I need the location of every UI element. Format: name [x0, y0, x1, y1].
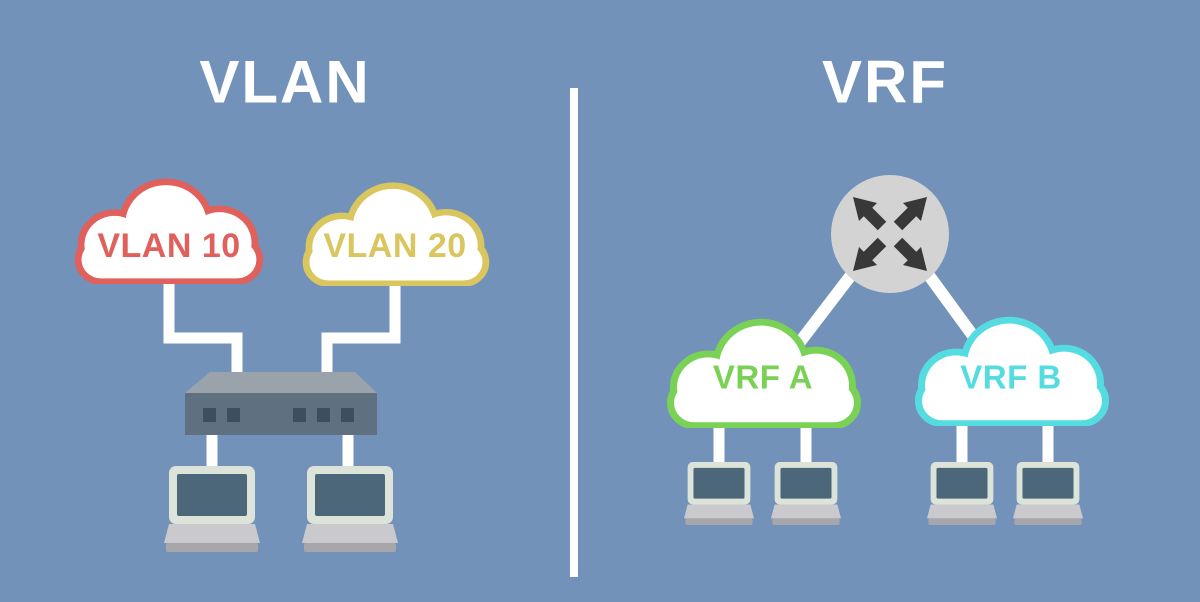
cable-vlan20-to-switch	[321, 275, 401, 390]
switch-port	[341, 408, 354, 422]
laptop-icon	[927, 462, 997, 525]
vlan-title: VLAN	[199, 49, 370, 116]
switch-port	[293, 408, 306, 422]
vrf-title: VRF	[822, 49, 948, 116]
laptop-icon	[684, 462, 754, 525]
vrfa-label: VRF A	[713, 359, 813, 396]
switch-port	[317, 408, 330, 422]
switch-port	[227, 408, 240, 422]
vrfb-label: VRF B	[960, 359, 1062, 396]
cable-vlan10-to-switch	[163, 275, 243, 390]
switch-port	[203, 408, 216, 422]
vlan10-label: VLAN 10	[97, 227, 240, 265]
laptop-icon	[164, 466, 260, 552]
router-icon	[831, 175, 949, 293]
switch-top-face	[185, 372, 377, 393]
laptop-icon	[771, 462, 841, 525]
laptop-icon	[302, 466, 398, 552]
divider-line	[570, 88, 578, 577]
laptop-icon	[1013, 462, 1083, 525]
switch-icon	[185, 372, 377, 435]
switch-ports	[203, 408, 354, 422]
router-body	[831, 175, 949, 293]
vlan20-label: VLAN 20	[323, 227, 466, 265]
router-arrows-icon	[853, 197, 927, 271]
